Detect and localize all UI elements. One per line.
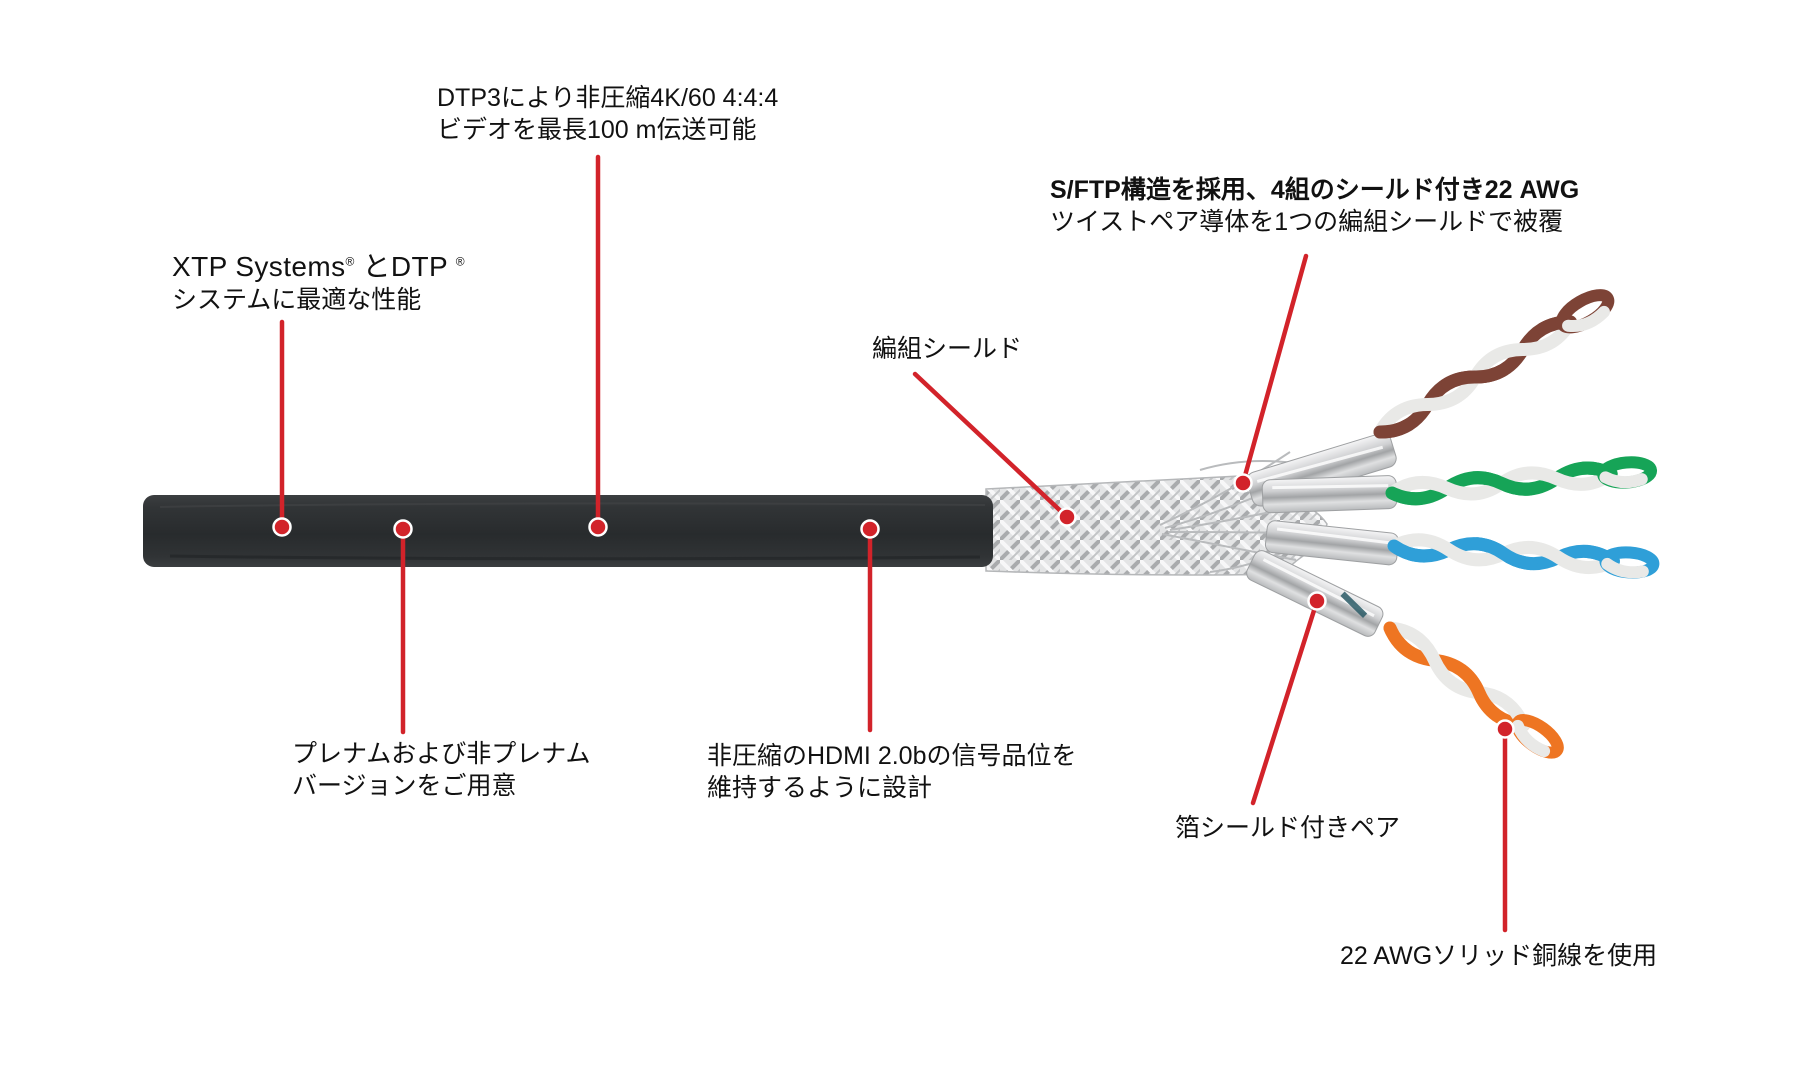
label-sftp: S/FTP構造を採用、4組のシールド付き22 AWG ツイストペア導体を1つの編… (1050, 174, 1579, 238)
label-foil-line1: 箔シールド付きペア (1175, 814, 1401, 842)
label-hdmi-line2: 維持するように設計 (707, 774, 933, 802)
leader-plenum (393, 519, 413, 735)
leader-dtp3 (588, 154, 608, 537)
twisted-pair-blue (1387, 533, 1660, 579)
twisted-pair-brown (1373, 289, 1615, 439)
label-dtp3-line2: ビデオを最長100 m伝送可能 (437, 116, 757, 144)
twisted-pair-orange (1383, 621, 1564, 759)
leader-braid (912, 371, 1077, 527)
label-awg: 22 AWGソリッド銅線を使用 (1340, 940, 1657, 972)
label-xtp-line1: XTP Systems® とDTP ® (172, 251, 465, 283)
label-awg-line1: 22 AWGソリッド銅線を使用 (1340, 942, 1658, 970)
label-plenum-line2: バージョンをご用意 (292, 772, 517, 800)
registered-mark-icon: ® (345, 255, 355, 269)
leader-foil (1250, 591, 1327, 806)
leaders (272, 154, 1515, 933)
label-hdmi-line1: 非圧縮のHDMI 2.0bの信号品位を (707, 742, 1077, 770)
label-braided-shield: 編組シールド (872, 333, 1022, 365)
label-dtp3: DTP3により非圧縮4K/60 4:4:4 ビデオを最長100 m伝送可能 (437, 82, 778, 146)
leader-sftp (1233, 253, 1309, 493)
label-sftp-line2: ツイストペア導体を1つの編組シールドで被覆 (1050, 208, 1564, 236)
label-xtp-line2: システムに最適な性能 (172, 286, 422, 315)
twisted-pair-green (1385, 456, 1658, 506)
leader-xtp (272, 319, 292, 537)
label-xtp-systems: XTP Systems® とDTP ® システムに最適な性能 (172, 246, 465, 316)
label-braid-line1: 編組シールド (872, 335, 1023, 363)
label-plenum-line1: プレナムおよび非プレナム (292, 740, 591, 768)
leader-hdmi (860, 519, 880, 733)
label-hdmi: 非圧縮のHDMI 2.0bの信号品位を 維持するように設計 (707, 740, 1076, 804)
label-foil-pair: 箔シールド付きペア (1175, 812, 1400, 844)
label-dtp3-line1: DTP3により非圧縮4K/60 4:4:4 (437, 84, 779, 112)
label-plenum: プレナムおよび非プレナム バージョンをご用意 (292, 738, 591, 802)
registered-mark-icon: ® (455, 255, 465, 269)
leader-awg (1495, 719, 1515, 933)
cable-jacket (143, 495, 993, 567)
foil-pair-green (1261, 475, 1398, 514)
label-sftp-line1: S/FTP構造を採用、4組のシールド付き22 AWG (1050, 176, 1580, 204)
